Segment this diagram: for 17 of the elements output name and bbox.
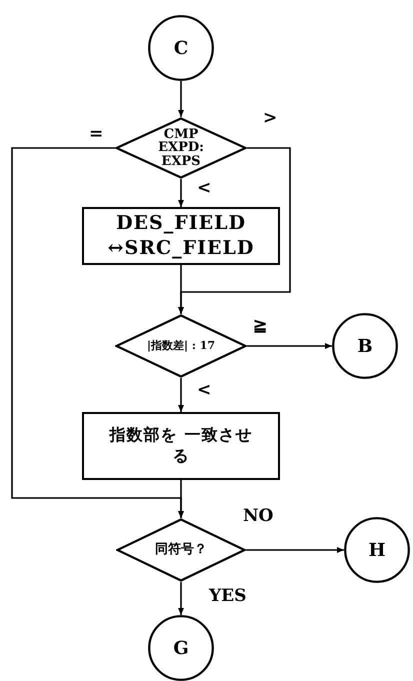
decision-diamond: CMP EXPD: EXPS xyxy=(115,117,247,179)
connector-circle: G xyxy=(148,615,214,681)
arrow xyxy=(178,480,184,518)
decision-diamond: |指数差| : 17 xyxy=(115,314,247,378)
connector-circle: C xyxy=(148,15,214,81)
process-box: 指数部を 一致させる xyxy=(82,412,280,480)
connector-circle: H xyxy=(344,517,410,583)
edge-label: ≧ xyxy=(252,318,268,335)
arrow xyxy=(247,343,332,349)
connector-circle: B xyxy=(332,313,398,379)
arrow xyxy=(246,547,344,553)
arrow xyxy=(178,582,184,615)
arrow xyxy=(178,265,184,314)
arrow xyxy=(178,179,184,207)
arrow xyxy=(178,81,184,117)
process-box: DES_FIELD ↔SRC_FIELD xyxy=(82,207,280,265)
arrow xyxy=(178,378,184,412)
